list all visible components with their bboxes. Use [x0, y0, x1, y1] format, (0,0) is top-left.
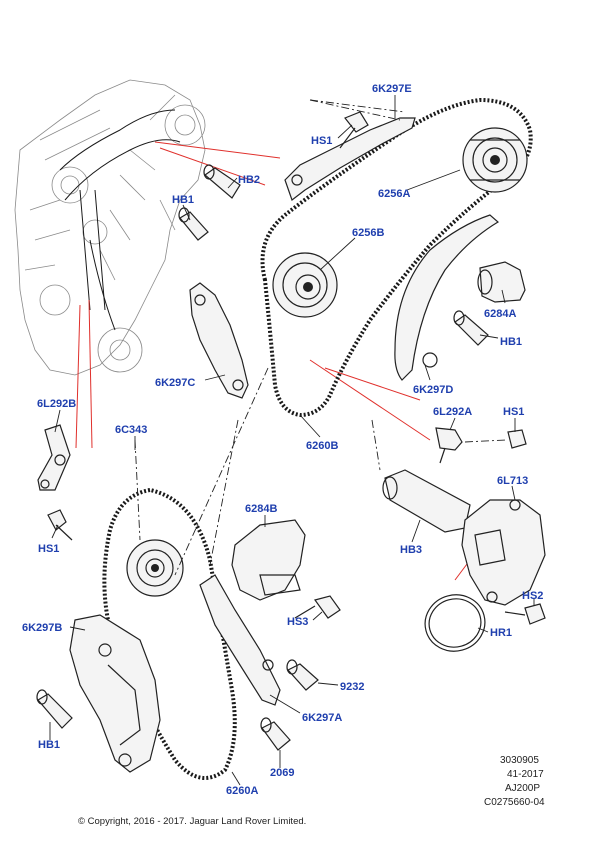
label-HS2: HS2	[522, 590, 543, 602]
ref-line-3: AJ200P	[505, 783, 540, 794]
ref-line-2: 41-2017	[507, 769, 544, 780]
sensor-6L292A	[435, 427, 463, 464]
label-HB1-c: HB1	[38, 739, 60, 751]
bolt-HB1-a	[178, 207, 209, 241]
label-2069: 2069	[270, 767, 294, 779]
reference-lines	[75, 141, 471, 581]
upper-timing-chain	[260, 97, 533, 418]
bolt-HB2	[203, 164, 241, 199]
label-HB3: HB3	[400, 544, 422, 556]
camshaft-sprocket-6256A	[462, 127, 528, 193]
leader-lines	[49, 95, 535, 786]
label-HS1-top: HS1	[311, 135, 332, 147]
label-6L292A: 6L292A	[433, 406, 472, 418]
chain-guide-6K297B	[69, 614, 161, 773]
label-6K297E: 6K297E	[372, 83, 412, 95]
label-HB1-a: HB1	[172, 194, 194, 206]
copyright-notice: © Copyright, 2016 - 2017. Jaguar Land Ro…	[78, 816, 306, 827]
label-6C343: 6C343	[115, 424, 147, 436]
part-labels: 6K297E HS1 HB2 6256A HB1 6256B 6284A HB1…	[22, 83, 543, 797]
dowel-2069	[260, 717, 291, 751]
label-6K297B: 6K297B	[22, 622, 62, 634]
tensioner-rail-6K297D	[394, 214, 500, 381]
label-6K297D: 6K297D	[413, 384, 453, 396]
chain-guide-6K297C	[189, 282, 249, 399]
crank-sprocket-6C343	[126, 439, 184, 597]
chain-guide-6K297A	[199, 574, 281, 706]
bolt-HS1-top	[339, 111, 369, 149]
bolt-HS2	[504, 603, 546, 625]
ref-line-4: C0275660-04	[484, 797, 545, 808]
tensioner-6284B	[231, 519, 306, 601]
label-6L292B: 6L292B	[37, 398, 76, 410]
engine-outline-ghost	[14, 79, 206, 376]
bolt-HB1-b	[453, 310, 489, 346]
dowel-9232	[286, 659, 319, 691]
chain-guide-6K297E	[284, 99, 416, 201]
bolt-HS1-left	[47, 509, 73, 541]
label-6260B: 6260B	[306, 440, 338, 452]
label-6K297A: 6K297A	[302, 712, 342, 724]
label-6260A: 6260A	[226, 785, 258, 797]
seal-ring-HR1	[424, 594, 486, 652]
bolt-HS1-right	[464, 429, 527, 449]
reference-block: 3030905 41-2017 AJ200P C0275660-04	[484, 755, 545, 808]
label-HB2: HB2	[238, 174, 260, 186]
label-6284B: 6284B	[245, 503, 277, 515]
label-6K297C: 6K297C	[155, 377, 195, 389]
bracket-6L292B	[37, 424, 71, 491]
label-9232: 9232	[340, 681, 364, 693]
tensioner-6284A	[477, 261, 526, 303]
label-HS3: HS3	[287, 616, 308, 628]
cover-6L713	[461, 499, 546, 606]
assembly-dash-lines	[174, 367, 269, 576]
label-HS1-right: HS1	[503, 406, 524, 418]
label-HS1-left: HS1	[38, 543, 59, 555]
bolt-HB1-c	[36, 689, 73, 729]
label-6256A: 6256A	[378, 188, 410, 200]
label-HR1: HR1	[490, 627, 512, 639]
label-6L713: 6L713	[497, 475, 528, 487]
ref-line-1: 3030905	[500, 755, 539, 766]
lower-timing-chain-6260A	[102, 487, 237, 780]
camshaft-sprocket-6256B	[272, 252, 338, 318]
label-HB1-b: HB1	[500, 336, 522, 348]
label-6256B: 6256B	[352, 227, 384, 239]
label-6284A: 6284A	[484, 308, 516, 320]
bolt-HS3	[294, 595, 341, 619]
